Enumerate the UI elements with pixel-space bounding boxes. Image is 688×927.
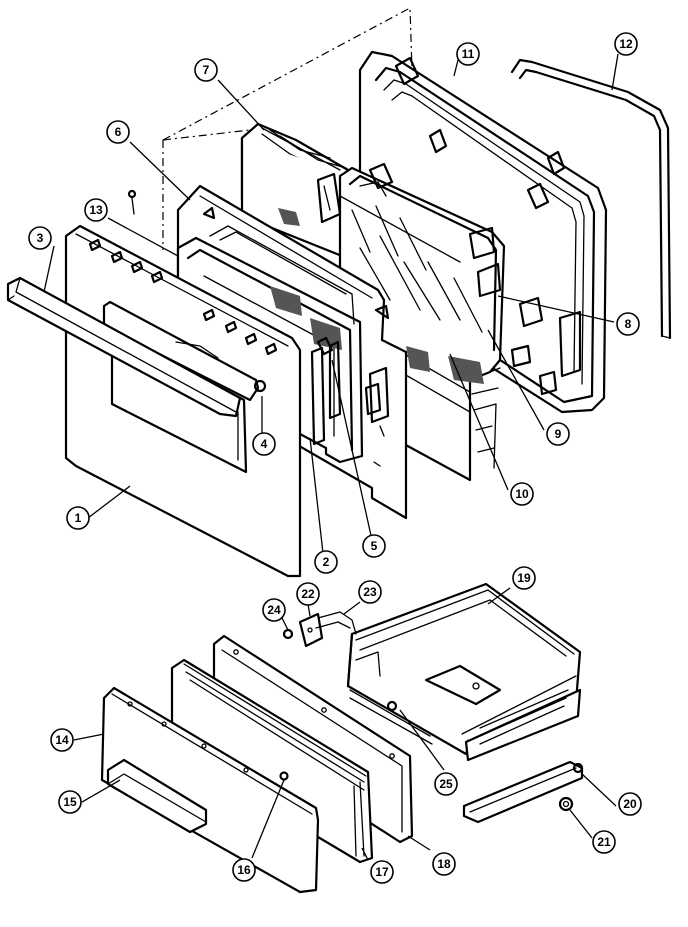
callout-label: 12 [619, 37, 633, 51]
alignment-lines [162, 7, 413, 250]
callout-11: 11 [456, 42, 480, 66]
callout-label: 7 [203, 63, 210, 77]
callout-label: 22 [301, 587, 315, 601]
callout-label: 4 [261, 437, 268, 451]
callout-label: 5 [371, 539, 378, 553]
callout-label: 18 [437, 857, 451, 871]
callout-label: 19 [517, 571, 531, 585]
door-gasket-part [510, 58, 672, 340]
callout-17: 17 [370, 860, 394, 884]
callout-label: 13 [89, 203, 103, 217]
callout-15: 15 [58, 790, 82, 814]
screw-part [386, 700, 398, 712]
callout-label: 10 [515, 487, 529, 501]
callout-label: 14 [55, 733, 69, 747]
callout-9: 9 [546, 422, 570, 446]
callout-22: 22 [296, 582, 320, 606]
callout-16: 16 [232, 858, 256, 882]
callout-23: 23 [358, 580, 382, 604]
callout-12: 12 [614, 32, 638, 56]
callout-19: 19 [512, 566, 536, 590]
callout-label: 1 [75, 511, 82, 525]
callout-label: 2 [323, 555, 330, 569]
callout-label: 21 [597, 835, 611, 849]
drawer-bracket-part [282, 611, 357, 648]
callout-21: 21 [592, 830, 616, 854]
callout-label: 16 [237, 863, 251, 877]
drawer-glide-part [462, 760, 584, 824]
callout-4: 4 [252, 432, 276, 456]
hinge-part [310, 336, 342, 446]
callout-14: 14 [50, 728, 74, 752]
insulation-pad-part [240, 122, 354, 262]
callout-7: 7 [194, 58, 218, 82]
inner-window-assembly-part [338, 162, 550, 482]
callout-10: 10 [510, 482, 534, 506]
callout-20: 20 [618, 792, 642, 816]
roller-part [558, 796, 574, 812]
callout-18: 18 [432, 852, 456, 876]
leader-lines [43, 53, 619, 861]
callout-label: 3 [37, 231, 44, 245]
callout-label: 23 [363, 585, 377, 599]
callout-24: 24 [262, 598, 286, 622]
callout-label: 9 [555, 427, 562, 441]
callout-label: 11 [462, 47, 475, 61]
callout-label: 17 [375, 865, 389, 879]
callout-label: 25 [439, 777, 453, 791]
callout-5: 5 [362, 534, 386, 558]
callout-25: 25 [434, 772, 458, 796]
callout-8: 8 [616, 312, 640, 336]
drawer-body-part [346, 582, 582, 762]
callout-3: 3 [28, 226, 52, 250]
drawer-handle-part [106, 758, 208, 834]
callout-2: 2 [314, 550, 338, 574]
callout-label: 15 [63, 795, 77, 809]
callout-6: 6 [106, 120, 130, 144]
screw-part [127, 189, 137, 215]
callout-label: 8 [625, 317, 632, 331]
callout-13: 13 [84, 198, 108, 222]
callout-label: 24 [267, 603, 281, 617]
callout-1: 1 [66, 506, 90, 530]
callout-label: 6 [115, 125, 122, 139]
door-handle-part [6, 276, 242, 418]
callout-label: 20 [623, 797, 637, 811]
